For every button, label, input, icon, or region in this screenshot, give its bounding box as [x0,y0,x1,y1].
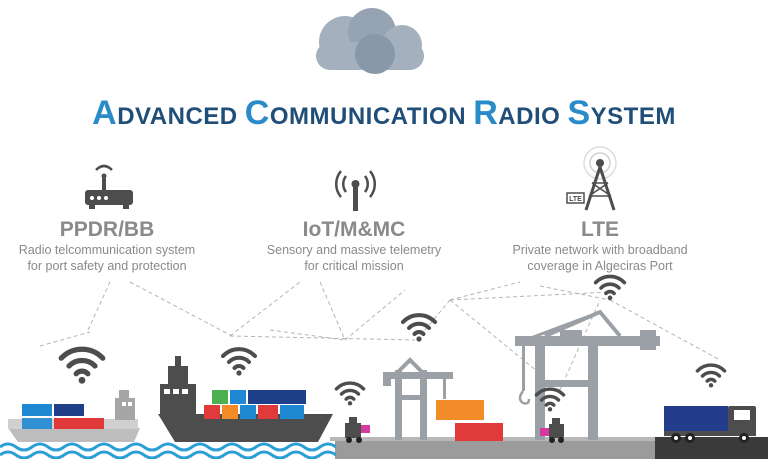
title-word-rest: DVANCED [117,103,238,130]
ppdr-description-line-1: Radio telcommunication system [18,243,196,257]
cloud-icon [316,8,424,74]
title-word-rest: OMMUNICATION [269,103,467,130]
router-icon [85,164,133,209]
title-word-rest: YSTEM [590,103,676,130]
crane-small [383,357,453,440]
wifi-icon [61,349,103,383]
forklift-2 [540,418,564,443]
ppdr-section: PPDR/BB Radio telcommunication system fo… [4,218,210,274]
ppdr-heading: PPDR/BB [59,218,155,241]
iot-description-line-2: for critical mission [304,259,404,273]
sea-waves [0,441,337,459]
lte-description-line-2: coverage in Algeciras Port [527,259,673,273]
small-ship [8,390,140,442]
title-initial: R [473,94,499,132]
wifi-icon [334,381,366,408]
iot-section: IoT/M&MC Sensory and massive telemetry f… [256,218,452,274]
diagram-title: ADVANCED COMMUNICATION RADIO SYSTEM [0,96,768,132]
iot-heading: IoT/M&MC [302,218,406,241]
lte-section: LTE Private network with broadband cover… [492,218,708,274]
wifi-icon [593,274,627,303]
network-links [39,281,721,391]
lte-description-line-1: Private network with broadband [512,243,688,257]
truck [664,406,756,443]
wifi-icon [401,313,437,344]
container-orange [436,400,484,420]
antenna-icon [334,170,377,211]
title-initial: A [92,94,118,132]
container-ship [158,356,333,442]
title-initial: C [244,94,270,132]
container-red [455,423,503,441]
forklift-1 [345,417,370,443]
lte-tower-icon: LTE [566,146,617,211]
title-word-rest: ADIO [498,103,561,130]
title-initial: S [567,94,591,132]
lte-heading: LTE [580,218,620,241]
crane-large [515,309,660,440]
wifi-icon [221,347,257,378]
lte-badge-text: LTE [569,196,582,203]
iot-description-line-1: Sensory and massive telemetry [266,243,442,257]
wifi-icon [695,363,727,390]
ppdr-description-line-2: for port safety and protection [27,259,187,273]
road [655,437,768,459]
